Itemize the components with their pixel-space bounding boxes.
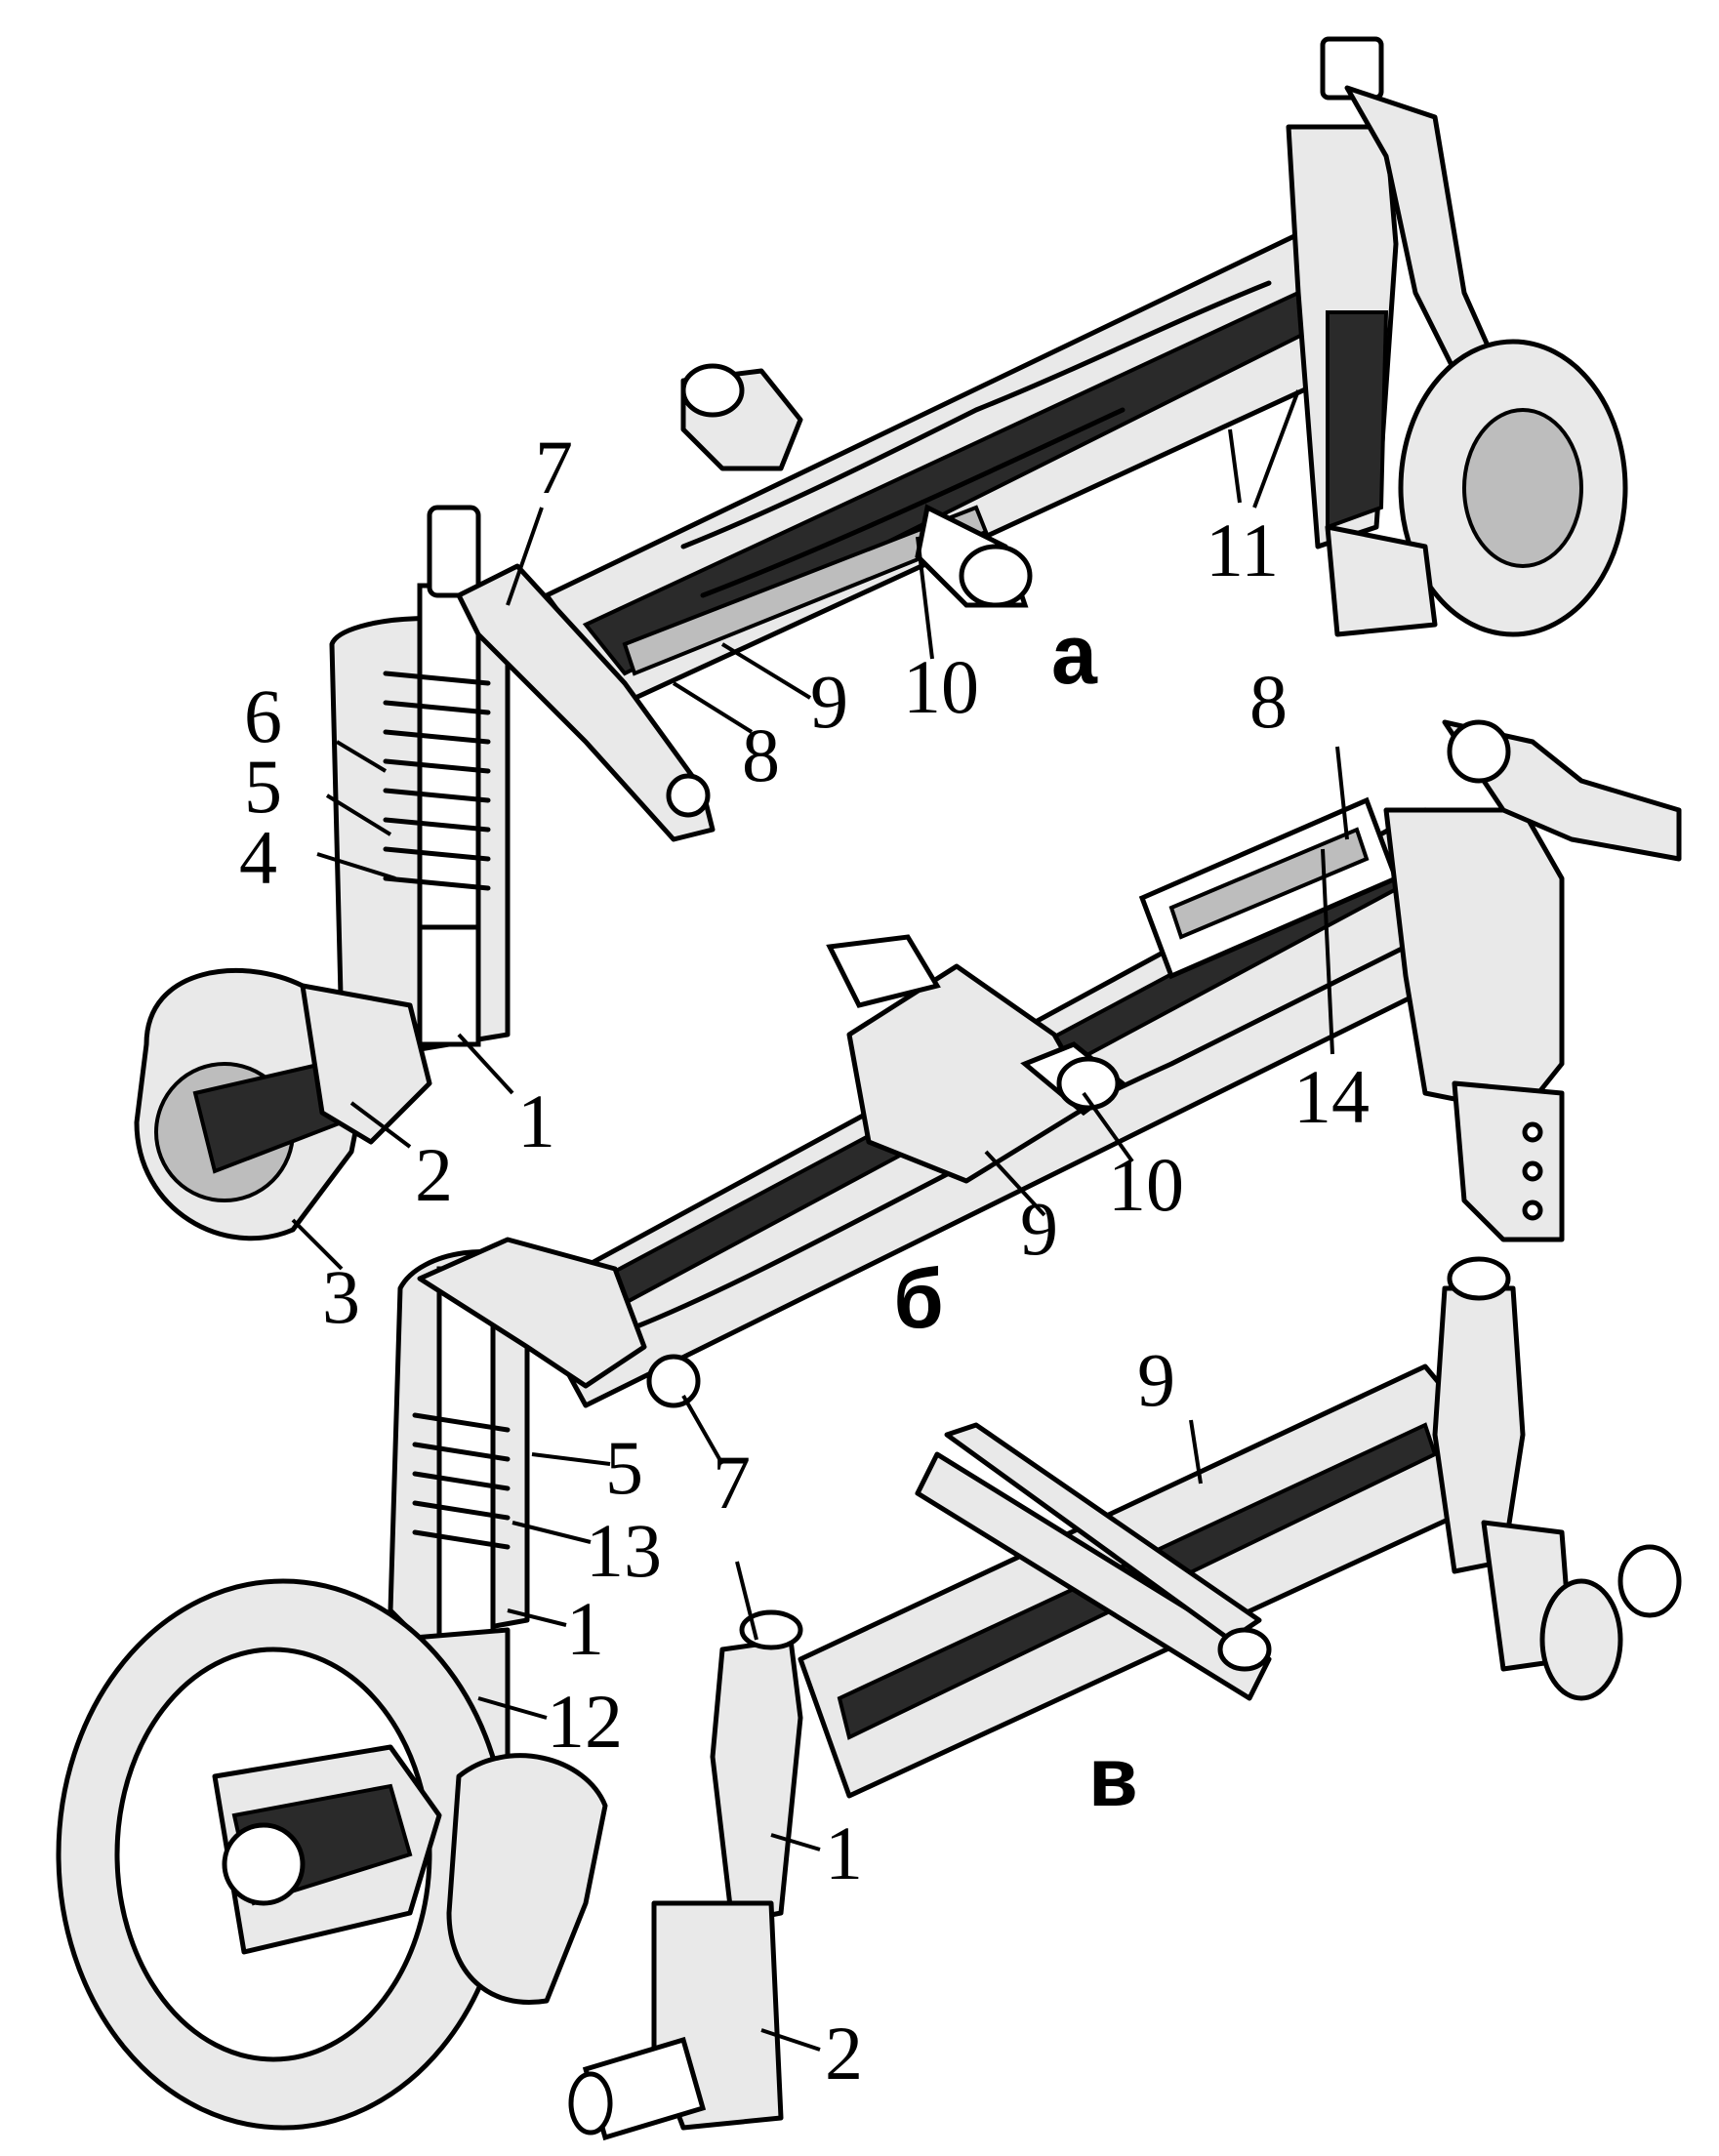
callout-a-8: 8 [742,712,780,797]
callout-a-1: 1 [517,1078,555,1163]
callout-b-9: 9 [1020,1186,1058,1271]
callout-a-5: 5 [244,744,282,829]
callout-a-6: 6 [244,673,282,758]
assembly-a [134,36,1628,1241]
upper-steering-arm-a [456,563,716,842]
torsion-bar-a [622,505,989,676]
callout-b-8: 8 [1249,659,1288,744]
kingpin-left-c [710,1637,803,1926]
subfigure-label-b: б [893,1257,944,1353]
spring-coils-a [383,671,491,891]
assembly-b [56,719,1682,2131]
callout-c-1: 1 [825,1810,863,1895]
callout-a-11: 11 [1206,508,1279,592]
callout-a-3: 3 [322,1254,360,1339]
upper-knuckle-b [417,1237,647,1389]
callout-a-10: 10 [903,644,979,729]
callout-b-12: 12 [547,1679,623,1764]
crossbar-c [915,1451,1272,1701]
callout-a-7: 7 [535,425,573,509]
callout-b-7: 7 [713,1440,751,1525]
callout-a-9: 9 [810,659,848,744]
callout-b-5: 5 [605,1425,643,1510]
callout-c-2: 2 [825,2011,863,2095]
callout-b-14: 14 [1293,1054,1370,1139]
callout-b-13: 13 [586,1508,662,1593]
subfigure-label-c: в [1088,1735,1139,1831]
frame-rail-c [944,1422,1262,1643]
kingpin-housing-right-b [1383,807,1565,1116]
callout-b-10: 10 [1108,1142,1184,1227]
leader-lines [291,389,1349,2052]
callout-a-4: 4 [239,815,277,900]
assembly-c [568,1256,1682,2141]
subfigure-label-a: а [1049,613,1100,709]
callout-c-9: 9 [1137,1337,1175,1422]
callout-a-2: 2 [415,1132,453,1217]
spring-coils-b [412,1412,511,1550]
callout-b-1: 1 [566,1586,604,1671]
